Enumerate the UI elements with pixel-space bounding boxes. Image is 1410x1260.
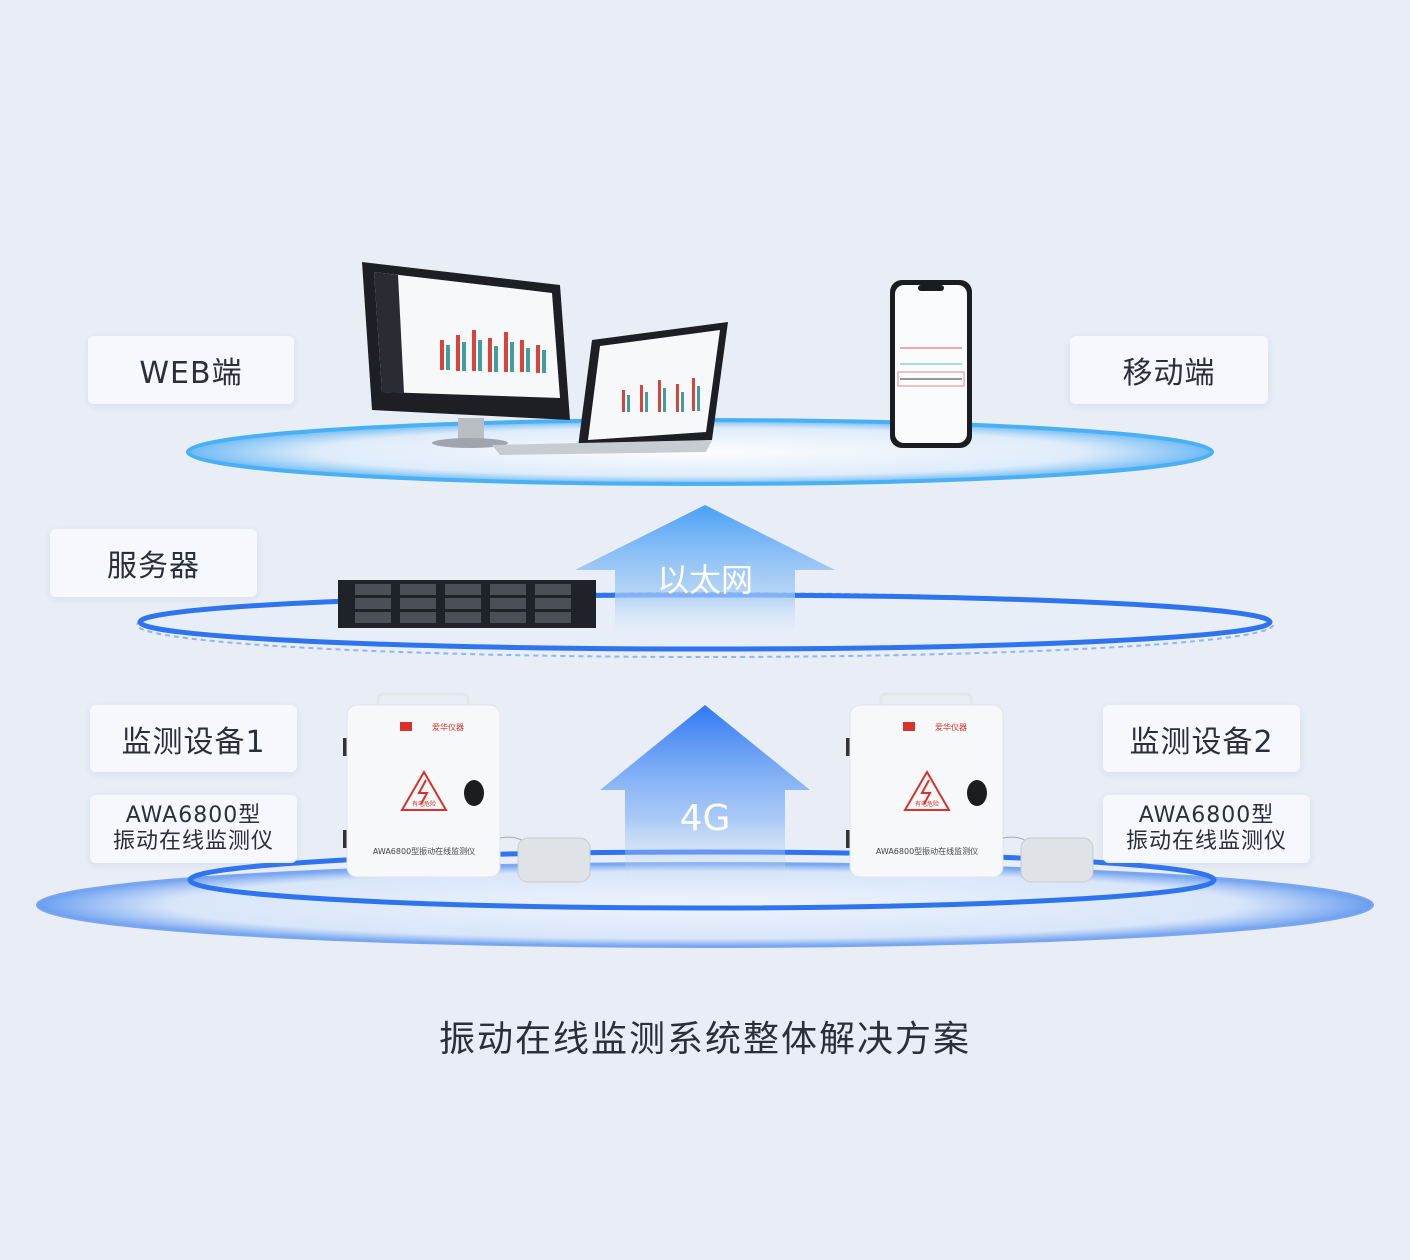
mobile-client-label: 移动端 [1070,336,1268,404]
connector-icon [464,780,484,806]
connector-icon [967,780,987,806]
device-1-label: 监测设备1 [90,705,297,772]
laptop [492,322,728,455]
monitor-device-2: 爱华仪器 有电危险 AWA6800型振动在线监测仪 [846,692,1094,883]
warning-text: 有电危险 [915,800,939,808]
vibration-sensor [1020,837,1094,883]
vibration-sensor [517,837,591,883]
diagram-title: 振动在线监测系统整体解决方案 [438,1019,971,1060]
brand-logo [400,722,412,731]
rack-server [338,580,596,628]
smartphone [890,280,972,448]
device-1-model-line2: 振动在线监测仪 [112,829,274,854]
high-voltage-warning-icon [400,770,448,811]
web-client-label: WEB端 [88,336,294,404]
4g-arrow [600,705,810,895]
device-2-label: 监测设备2 [1103,705,1300,772]
device-1-model-line1: AWA6800型 [125,803,262,828]
ethernet-arrow [575,505,835,640]
device-2-model-line2: 振动在线监测仪 [1125,829,1287,854]
brand-text: 爱华仪器 [432,722,464,732]
device-2-model: AWA6800型 振动在线监测仪 [1103,795,1310,863]
server-label: 服务器 [50,529,257,597]
device-name-text: AWA6800型振动在线监测仪 [373,846,475,856]
desktop-monitor [362,262,570,448]
ethernet-label: 以太网 [656,561,753,599]
brand-logo [903,722,915,731]
warning-text: 有电危险 [412,800,436,808]
device-1-model: AWA6800型 振动在线监测仪 [90,795,297,863]
brand-text: 爱华仪器 [935,722,967,732]
high-voltage-warning-icon [903,770,951,811]
4g-label: 4G [679,798,731,839]
device-2-model-line1: AWA6800型 [1138,803,1275,828]
monitor-device-1: 爱华仪器 有电危险 AWA6800型振动在线监测仪 [343,692,591,883]
device-name-text: AWA6800型振动在线监测仪 [876,846,978,856]
